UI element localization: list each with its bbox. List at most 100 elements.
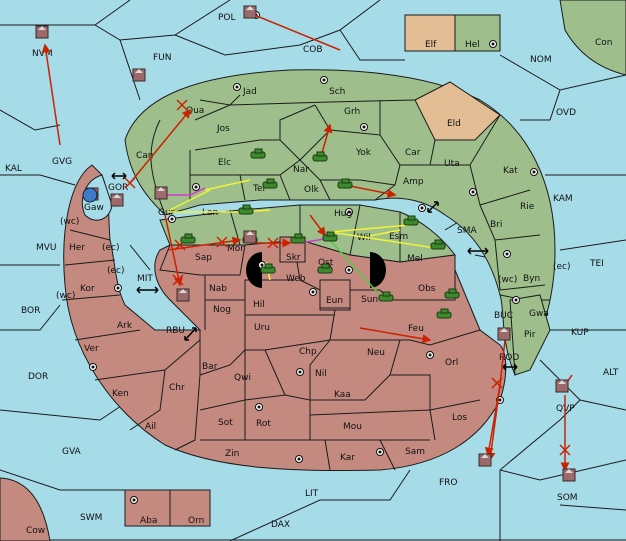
army-sap-turret <box>184 233 193 239</box>
label-chp: Chp <box>299 347 317 357</box>
label-hug: Hug <box>334 209 352 219</box>
region-orn[interactable] <box>169 489 211 527</box>
army-ost-turret <box>321 263 330 269</box>
supply-center-dot-2 <box>322 78 326 82</box>
move-orders <box>41 6 573 472</box>
label-gva: GVA <box>62 447 82 457</box>
label-gwa: Gwa <box>529 309 549 319</box>
army-nar-turret <box>316 151 325 157</box>
connector-rod <box>502 363 518 371</box>
army-mel[interactable] <box>430 239 446 250</box>
label-uru: Uru <box>254 323 270 333</box>
label-her: Her <box>69 243 85 253</box>
army-obs[interactable] <box>444 288 460 299</box>
label-rot: Rot <box>256 419 271 429</box>
support-yellow-6 <box>369 229 401 237</box>
fleet-fun[interactable] <box>132 68 146 82</box>
label-fun: FUN <box>153 53 172 63</box>
supply-center-dot-4 <box>194 185 198 189</box>
army-olk[interactable] <box>337 178 353 189</box>
fleet-los-sail <box>481 454 489 458</box>
label-ail: Ail <box>145 422 156 432</box>
region-eun-box[interactable] <box>319 279 351 309</box>
fleet-buc[interactable] <box>497 327 511 341</box>
region-eld[interactable] <box>414 81 501 141</box>
support-yellow-1 <box>168 209 271 213</box>
army-feu[interactable] <box>436 308 452 319</box>
armies <box>180 148 460 319</box>
bridge-west <box>246 252 262 288</box>
army-skr[interactable] <box>290 233 306 244</box>
region-pir[interactable] <box>509 294 551 376</box>
fleet-qvp[interactable] <box>555 379 569 393</box>
army-web-turret <box>264 263 273 269</box>
army-elc[interactable] <box>250 148 266 159</box>
label-lit: LIT <box>305 489 319 499</box>
army-ost[interactable] <box>317 263 333 274</box>
label-nom: NOM <box>530 55 552 65</box>
label-con: Con <box>595 38 613 48</box>
label-dor: DOR <box>28 372 48 382</box>
label-neu: Neu <box>367 348 385 358</box>
region-con[interactable] <box>559 0 626 76</box>
army-esm[interactable] <box>403 215 419 226</box>
label-qua: Qua <box>186 106 204 116</box>
label-orl: Orl <box>445 358 458 368</box>
label-gur: Gur <box>158 208 175 218</box>
fleet-los[interactable] <box>478 453 492 467</box>
supply-center-dot-11 <box>498 398 502 402</box>
label-fro: FRO <box>439 478 458 488</box>
fleet-mor[interactable] <box>243 230 257 244</box>
fail-marker-skr <box>267 237 279 249</box>
label-cow: Cow <box>26 526 45 536</box>
label-car: Car <box>405 148 421 158</box>
label-ver: Ver <box>84 344 99 354</box>
label-gvg: GVG <box>52 157 72 167</box>
fleet-buc-sail <box>500 328 508 332</box>
fleet-gor[interactable] <box>110 193 124 207</box>
label-sma: SMA <box>457 226 477 236</box>
label-byn: Byn <box>523 274 540 284</box>
army-sun[interactable] <box>378 291 394 302</box>
label-cob: COB <box>303 45 323 55</box>
support-magenta-1 <box>163 187 206 196</box>
move-gor-qua <box>129 108 191 184</box>
connector-gor-gvg <box>111 172 127 180</box>
move-gur-mor <box>167 236 242 251</box>
army-sap[interactable] <box>180 233 196 244</box>
supply-center-dot-19 <box>378 450 382 454</box>
support-yellow-5 <box>329 231 436 249</box>
label-sch: Sch <box>329 87 345 97</box>
label-bar: Bar <box>202 362 218 372</box>
move-pol-cob <box>243 6 341 51</box>
label-rbu: RBU <box>166 326 185 336</box>
region-elf[interactable] <box>404 14 456 52</box>
label-zin: Zin <box>225 449 239 459</box>
label-kup: KUP <box>571 328 589 338</box>
army-tel[interactable] <box>262 178 278 189</box>
failed-move-markers <box>124 99 571 456</box>
fleet-pol[interactable] <box>243 5 257 19</box>
army-wil[interactable] <box>322 231 338 242</box>
fleet-gur[interactable] <box>154 186 168 200</box>
region-aba[interactable] <box>124 489 171 527</box>
fleet-som[interactable] <box>562 468 576 482</box>
army-web[interactable] <box>260 263 276 274</box>
army-tel-turret <box>266 178 275 184</box>
label-olk: Olk <box>304 185 320 195</box>
fleet-rbu[interactable] <box>176 288 190 302</box>
supply-center-dot-22 <box>170 217 174 221</box>
army-nar[interactable] <box>312 151 328 162</box>
gaw-fleet-marker[interactable] <box>82 187 98 203</box>
label-jos: Jos <box>216 124 230 134</box>
fleet-gur-sail <box>157 187 165 191</box>
fleet-nvm-sail <box>38 26 46 30</box>
army-olk-turret <box>341 178 350 184</box>
label-eun: Eun <box>326 296 343 306</box>
army-mel-turret <box>434 239 443 245</box>
label-ark: Ark <box>117 321 133 331</box>
label-skr: Skr <box>286 253 301 263</box>
fleet-nvm[interactable] <box>35 25 49 39</box>
army-lan[interactable] <box>238 204 254 215</box>
